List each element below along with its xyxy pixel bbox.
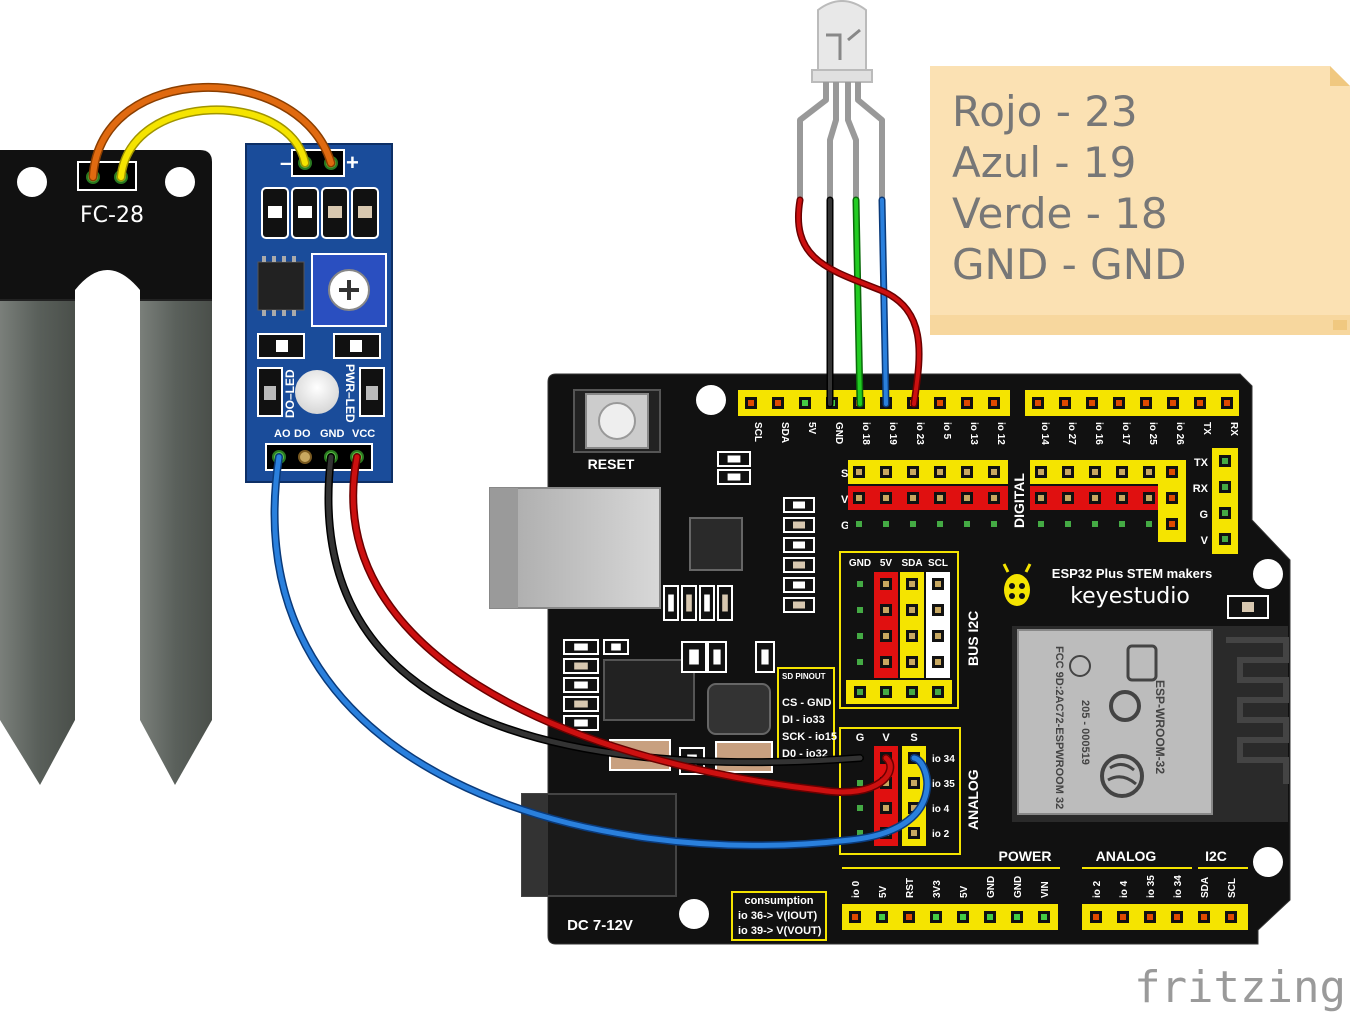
ce-mark-icon [1109,690,1141,722]
i2c-bottom-label: I2C [1205,848,1227,864]
bus-i2c-label: BUS I2C [965,611,981,666]
analog-side-label: ANALOG [965,769,981,830]
top-pin-label: io 25 [1147,422,1158,445]
consumption-line-2: io 39-> V(VOUT) [738,925,822,937]
wifi-icon [1126,644,1158,682]
uart-label: TX [1194,457,1209,469]
note-line: Verde - 18 [952,189,1168,238]
analog-pin-label: io 35 [932,779,955,790]
bottom-pin-label: SCL [1227,878,1238,898]
top-pin-label: io 27 [1066,422,1077,445]
probe-label: FC-28 [80,203,144,228]
sensor-pin-label: DO [294,428,311,440]
bottom-pin-label: 3V3 [932,880,943,898]
brand-line: ESP32 Plus STEM makers [1052,566,1212,581]
uart-label: G [1199,509,1208,521]
bottom-pin-label: io 35 [1146,875,1157,898]
espressif-logo-icon [1100,754,1144,798]
esp32-board: RESET DC 7-12V SCL SDA 5V GND io 18 io 19 io 2… [489,373,1291,945]
svg-row-label: V [841,494,849,506]
bottom-pin-label: io 0 [851,880,862,898]
bottom-pin-label: 5V [959,885,970,898]
bottom-pin-label: io 34 [1173,875,1184,898]
top-pin-label: GND [833,422,844,444]
module-code: 205 - 000519 [1079,700,1091,765]
wires [88,82,932,850]
analog-pin-label: io 2 [932,829,950,840]
note-line: GND - GND [952,240,1186,289]
pin-do[interactable] [298,450,312,464]
top-pin-label: SCL [752,422,763,442]
i2c-header-label: SCL [928,558,948,569]
sensor-module: – + DO–LE [245,143,393,483]
uart-label: V [1201,535,1209,547]
fritzing-logo: fritzing [1134,962,1346,1013]
uart-label: RX [1193,483,1209,495]
module-model: ESP-WROOM-32 [1153,680,1167,774]
dc-label: DC 7-12V [567,917,633,934]
note-line: Azul - 19 [952,138,1136,187]
sd-line: SCK - io15 [782,731,837,743]
svg-row-label: G [841,520,850,532]
sensor-pin-label: VCC [352,428,375,440]
top-pin-label: 5V [806,422,817,435]
fcc-logo-icon [1069,655,1091,677]
sensor-pin-label: AO [274,428,291,440]
analog-header-label: G [856,732,865,744]
reset-label: RESET [588,456,635,472]
consumption-line-1: io 36-> V(IOUT) [738,910,817,922]
top-pin-label: io 23 [914,422,925,445]
bottom-pin-label: GND [986,876,997,898]
consumption-title: consumption [744,895,813,907]
module-fcc: FCC 9D:2AC72-ESPWROOM 32 [1053,646,1065,809]
i2c-header-label: SDA [901,558,922,569]
top-pin-label: io 18 [860,422,871,445]
pwr-led-label: PWR–LED [343,364,357,423]
top-pin-label: io 19 [887,422,898,445]
digital-label: DIGITAL [1011,473,1027,528]
module-minus-label: – [280,150,292,175]
analog-header-label: V [882,732,890,744]
top-pin-label: io 5 [941,422,952,440]
bottom-pin-label: VIN [1040,881,1051,898]
analog-pin-label: io 34 [932,754,955,765]
top-pin-label: RX [1228,422,1239,436]
analog-header-label: S [910,732,917,744]
bottom-pin-label: io 2 [1092,880,1103,898]
bottom-pin-label: SDA [1200,877,1211,898]
bottom-pin-label: RST [905,878,916,898]
bottom-pin-label: GND [1013,876,1024,898]
sd-line: DI - io33 [782,714,825,726]
top-pin-label: io 16 [1093,422,1104,445]
top-pin-label: io 13 [968,422,979,445]
rgb-led [797,0,885,200]
top-pin-label: io 17 [1120,422,1131,445]
top-pin-label: SDA [779,422,790,443]
fc28-probe: FC-28 [0,150,212,785]
i2c-header-label: 5V [880,558,893,569]
do-led-label: DO–LED [283,369,297,418]
svg-row-label: S [841,468,848,480]
sd-line: CS - GND [782,697,832,709]
top-pin-label: io 14 [1039,422,1050,445]
sd-pinout-title: SD PINOUT [782,672,826,681]
bottom-pin-label: io 4 [1119,880,1130,898]
top-pin-label: TX [1201,422,1212,435]
analog-pin-label: io 4 [932,804,950,815]
i2c-header-label: GND [849,558,871,569]
bottom-pin-label: 5V [878,885,889,898]
note-line: Rojo - 23 [952,87,1138,136]
top-pin-label: io 12 [995,422,1006,445]
keyestudio-logo-icon [1002,563,1032,606]
sensor-pin-label: GND [320,428,345,440]
module-plus-label: + [346,150,359,175]
power-label: POWER [999,848,1052,864]
top-pin-label: io 26 [1174,422,1185,445]
analog-bottom-label: ANALOG [1096,848,1157,864]
brand-name: keyestudio [1070,584,1190,609]
